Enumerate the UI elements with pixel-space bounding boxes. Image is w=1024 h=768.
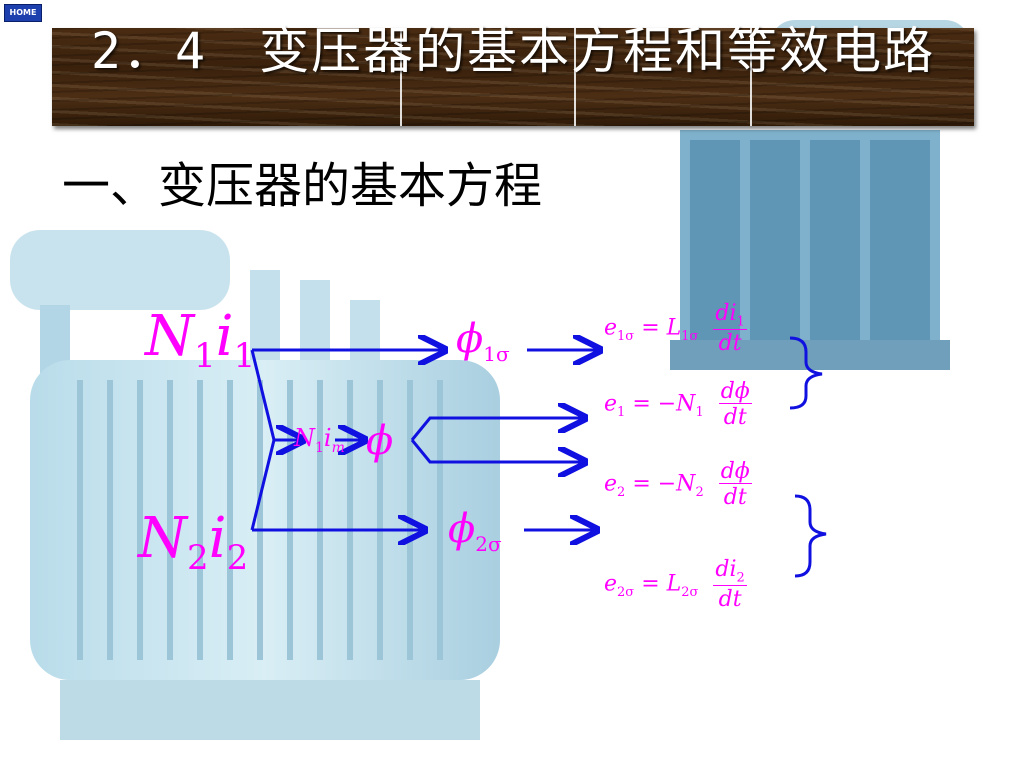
mmf-secondary: N2i2 bbox=[138, 506, 249, 579]
page-title: 2．4 变压器的基本方程和等效电路 bbox=[90, 22, 936, 80]
banner-divider bbox=[750, 28, 752, 126]
section-heading: 一、变压器的基本方程 bbox=[62, 158, 543, 214]
banner-divider bbox=[400, 28, 402, 126]
banner-divider bbox=[574, 28, 576, 126]
leakage-flux-primary: ϕ1σ bbox=[456, 316, 510, 366]
magnetizing-mmf: N1im bbox=[294, 424, 345, 456]
mmf-primary: N1i1 bbox=[145, 304, 256, 377]
home-button[interactable]: HOME bbox=[4, 4, 42, 22]
transformer-image-right bbox=[670, 20, 970, 370]
main-flux: ϕ bbox=[366, 418, 394, 464]
transformer-image-left bbox=[10, 230, 500, 740]
leakage-flux-secondary: ϕ2σ bbox=[448, 506, 502, 556]
title-banner bbox=[52, 28, 974, 126]
